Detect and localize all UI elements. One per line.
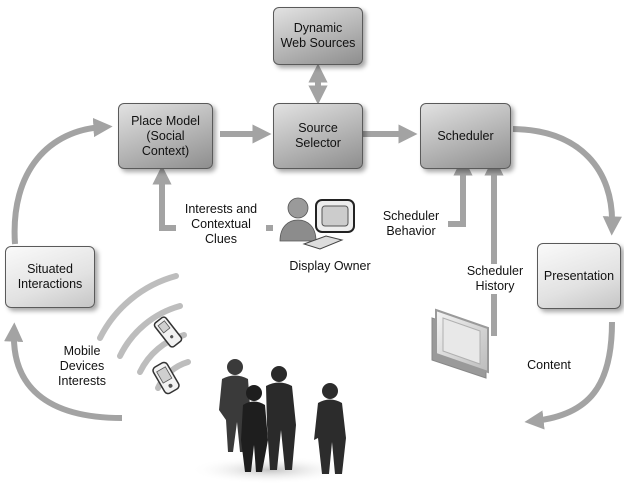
interests-clues-label: Interests and Contextual Clues xyxy=(176,202,266,247)
arrow-scheduler-to-presentation xyxy=(512,126,622,236)
scheduler-history-label: Scheduler History xyxy=(460,264,530,294)
person-silhouette xyxy=(266,366,296,470)
mobile-devices-interests-label: Mobile Devices Interests xyxy=(58,344,106,388)
arrow-interactions-to-place xyxy=(11,117,113,245)
arrow-presentation-content xyxy=(524,321,615,430)
place-model-box: Place Model (Social Context) xyxy=(118,103,213,169)
cycle-arrows xyxy=(4,117,622,430)
owner-person-head xyxy=(287,197,309,219)
display-owner-label: Display Owner xyxy=(289,259,371,273)
person-silhouette xyxy=(241,385,268,472)
presentation-label: Presentation xyxy=(543,268,615,283)
dynamic-web-sources-label: Dynamic Web Sources xyxy=(280,21,356,50)
scheduler-box: Scheduler xyxy=(420,103,511,169)
mobile-phone-icon xyxy=(153,316,183,348)
flow-arrows xyxy=(220,63,418,144)
content-label: Content xyxy=(527,358,571,372)
display-screen-icon xyxy=(431,308,489,379)
source-selector-label: Source Selector xyxy=(295,121,341,150)
feedback-arrows xyxy=(152,156,504,336)
scheduler-label: Scheduler xyxy=(437,128,494,143)
source-selector-box: Source Selector xyxy=(273,103,363,169)
display-owner-icon xyxy=(279,197,355,250)
owner-person-body xyxy=(279,219,317,242)
arrow-people-to-interactions xyxy=(4,322,123,421)
situated-interactions-box: Situated Interactions xyxy=(5,246,95,308)
people-group-icon xyxy=(190,359,350,484)
situated-interactions-label: Situated Interactions xyxy=(17,262,83,291)
arrow-behavior-to-scheduler xyxy=(448,156,473,227)
pda-icon xyxy=(152,361,180,395)
person-silhouette xyxy=(314,383,346,474)
presentation-box: Presentation xyxy=(537,243,621,309)
scheduler-behavior-label: Scheduler Behavior xyxy=(374,209,448,239)
owner-keyboard xyxy=(302,235,344,250)
dynamic-web-sources-box: Dynamic Web Sources xyxy=(273,7,363,65)
place-model-label: Place Model (Social Context) xyxy=(131,113,200,158)
